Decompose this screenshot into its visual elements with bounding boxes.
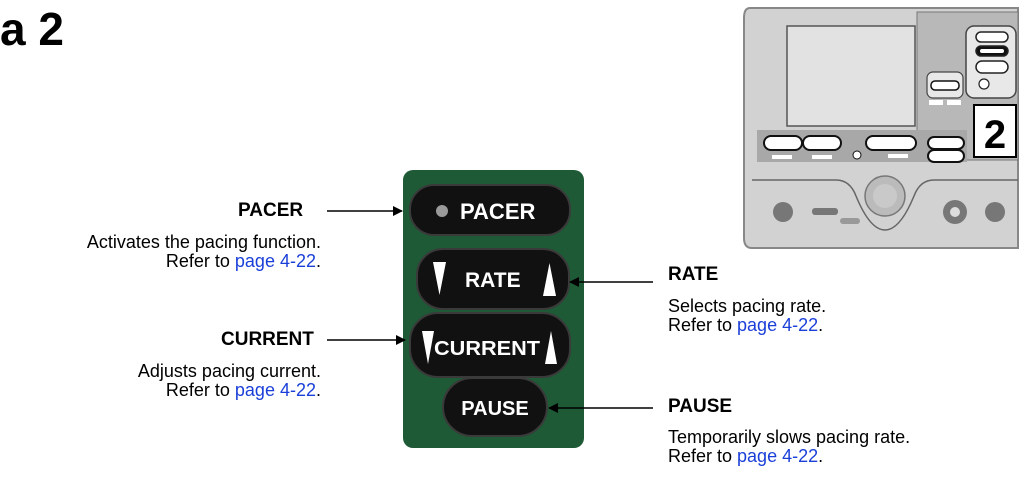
- keypad-2-label: 2: [984, 113, 1006, 157]
- current-button-label: CURRENT: [434, 338, 540, 360]
- pause-page-link[interactable]: page 4-22: [737, 446, 819, 466]
- rate-down-arrow-icon: [433, 262, 446, 295]
- refer-prefix: Refer to: [668, 446, 738, 466]
- pause-callout-heading: PAUSE: [668, 396, 733, 417]
- current-callout-heading: CURRENT: [221, 329, 314, 350]
- current-up-arrow-icon: [545, 331, 557, 364]
- rate-callout-text: Selects pacing rate. Refer to page 4-22.: [668, 297, 826, 335]
- refer-suffix: .: [315, 380, 321, 400]
- pacer-callout-refer: Refer to page 4-22.: [87, 252, 321, 271]
- rate-button-label: RATE: [465, 269, 521, 292]
- pause-callout-text: Temporarily slows pacing rate. Refer to …: [668, 428, 910, 466]
- page-title: a 2: [0, 3, 64, 55]
- device-thumbnail: 2: [743, 7, 1019, 249]
- current-callout-desc: Adjusts pacing current.: [137, 361, 321, 381]
- rate-callout-heading: RATE: [668, 264, 719, 285]
- current-callout-text: Adjusts pacing current. Refer to page 4-…: [138, 362, 321, 400]
- pause-callout-refer: Refer to page 4-22.: [668, 447, 910, 466]
- refer-suffix: .: [818, 446, 824, 466]
- refer-prefix: Refer to: [165, 251, 235, 271]
- current-page-link[interactable]: page 4-22: [234, 380, 316, 400]
- pacer-callout-heading: PACER: [238, 200, 304, 221]
- pacer-callout-text: Activates the pacing function. Refer to …: [87, 233, 321, 271]
- pacer-button[interactable]: PACER: [409, 184, 571, 236]
- keypad-2-box: [973, 104, 1017, 158]
- refer-prefix: Refer to: [165, 380, 235, 400]
- refer-suffix: .: [315, 251, 321, 271]
- pause-button[interactable]: PAUSE: [442, 377, 548, 437]
- rate-callout-refer: Refer to page 4-22.: [668, 316, 826, 335]
- pacer-button-label: PACER: [460, 199, 535, 224]
- rate-up-arrow-icon: [543, 263, 556, 296]
- current-button[interactable]: CURRENT: [409, 312, 571, 378]
- rate-page-link[interactable]: page 4-22: [737, 315, 819, 335]
- refer-suffix: .: [818, 315, 824, 335]
- current-callout-refer: Refer to page 4-22.: [138, 381, 321, 400]
- pacer-page-link[interactable]: page 4-22: [234, 251, 316, 271]
- pause-callout-desc: Temporarily slows pacing rate.: [668, 427, 911, 447]
- pacer-indicator-light: [436, 205, 448, 217]
- pacer-callout-desc: Activates the pacing function.: [86, 232, 321, 252]
- rate-button[interactable]: RATE: [416, 248, 570, 310]
- refer-prefix: Refer to: [668, 315, 738, 335]
- device-screen: [786, 25, 916, 127]
- current-down-arrow-icon: [422, 331, 434, 364]
- rate-callout-desc: Selects pacing rate.: [668, 296, 827, 316]
- pause-button-label: PAUSE: [461, 398, 528, 420]
